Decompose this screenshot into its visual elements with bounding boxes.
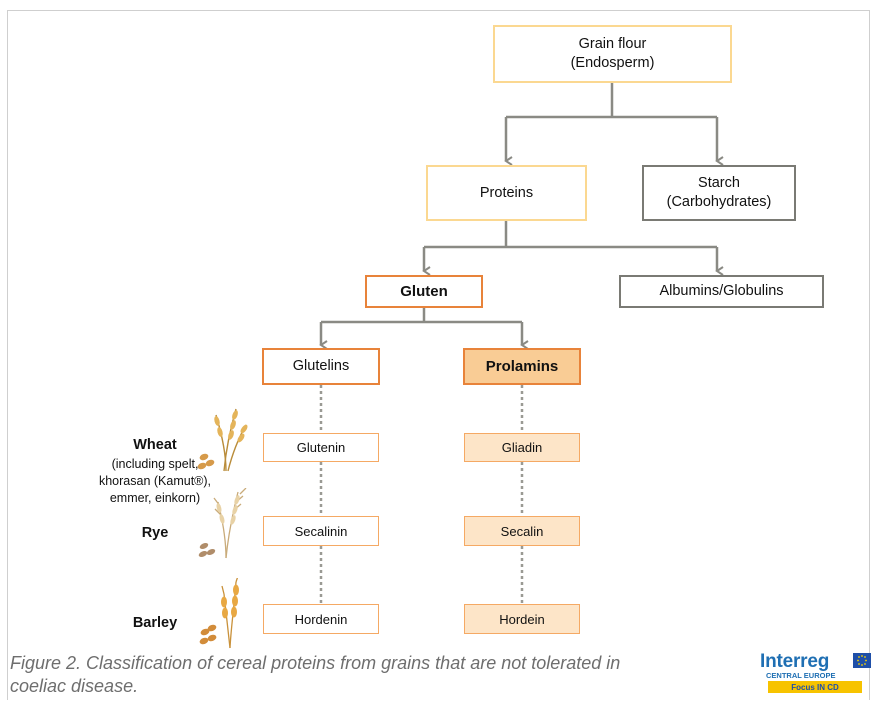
leaf-glutenin: Glutenin xyxy=(263,433,379,462)
barley-icon xyxy=(199,578,239,649)
leaf-secalinin: Secalinin xyxy=(263,516,379,546)
rye-icon xyxy=(198,488,247,559)
leaf-hordein: Hordein xyxy=(464,604,580,634)
node-gluten: Gluten xyxy=(365,275,483,308)
label-wheat: Wheat xyxy=(133,437,177,453)
connector-flour xyxy=(506,83,717,119)
label-barley: Barley xyxy=(132,615,178,631)
logo-wordmark: Interreg xyxy=(760,651,830,672)
interreg-logo: Interreg CENTRAL EUROPE Focus IN CD xyxy=(752,651,871,697)
figure-frame xyxy=(7,10,870,700)
eu-flag-icon xyxy=(853,653,871,668)
leaf-hordenin: Hordenin xyxy=(263,604,379,634)
node-grain-flour: Grain flour (Endosperm) xyxy=(493,25,732,83)
label-wheat-note: (including spelt, khorasan (Kamut®), emm… xyxy=(98,457,212,505)
node-prolamins: Prolamins xyxy=(463,348,581,385)
leaf-secalin: Secalin xyxy=(464,516,580,546)
node-albumins-globulins: Albumins/Globulins xyxy=(619,275,824,308)
logo-region: CENTRAL EUROPE xyxy=(766,671,836,680)
leaf-gliadin: Gliadin xyxy=(464,433,580,462)
node-glutelins: Glutelins xyxy=(262,348,380,385)
connector-proteins xyxy=(424,221,717,249)
node-proteins: Proteins xyxy=(426,165,587,221)
wheat-icon xyxy=(197,408,248,472)
connector-gluten xyxy=(321,308,522,324)
label-rye: Rye xyxy=(141,525,169,541)
logo-project: Focus IN CD xyxy=(768,681,862,693)
figure-caption: Figure 2. Classification of cereal prote… xyxy=(10,653,621,697)
node-starch: Starch (Carbohydrates) xyxy=(642,165,796,221)
